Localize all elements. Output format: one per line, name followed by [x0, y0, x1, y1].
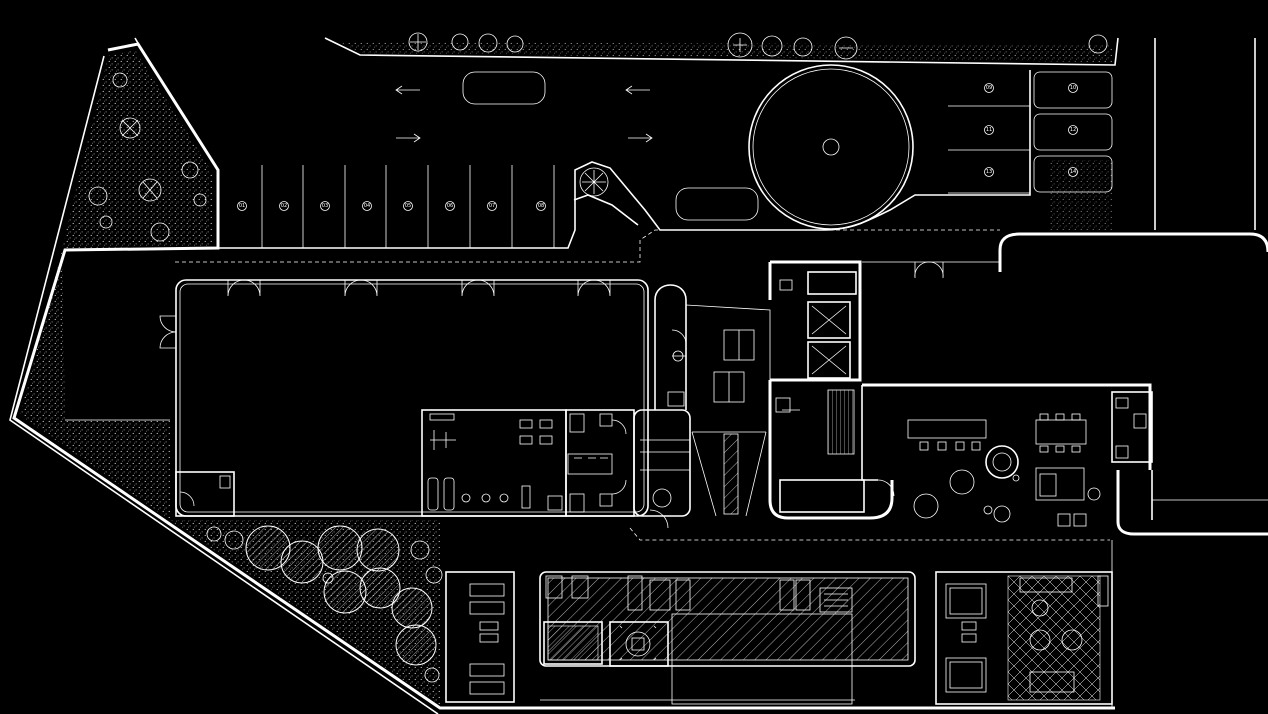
elevator-stair-core: [768, 260, 894, 520]
stall-label: 07: [489, 203, 495, 209]
site-boundary: [9, 37, 1256, 714]
tree-canopies-left: [88, 72, 207, 242]
pool-deck: [539, 571, 916, 705]
tree-canopies-lower: [206, 525, 443, 683]
stall-label: 08: [538, 203, 544, 209]
entrance-ramp: [691, 431, 767, 517]
traffic-arrows: [395, 85, 653, 143]
upper-parking-lot: 01 02 03 04 05 06 07 08: [218, 64, 1031, 249]
building-dashed-outline: [175, 229, 1110, 541]
roundabout: [748, 64, 914, 230]
sun-deck-left: [445, 571, 515, 703]
car-outline: [462, 71, 546, 105]
tree-icon: [579, 167, 609, 197]
stall-label: 10: [1070, 85, 1076, 91]
landscape-top-strip: [340, 42, 1112, 230]
stall-label: 03: [322, 203, 328, 209]
lobby-area: [654, 284, 771, 410]
terrace-right: [935, 571, 1113, 705]
stall-label: 11: [986, 127, 992, 133]
stall-label: 14: [1070, 169, 1076, 175]
car-outline: [675, 187, 759, 221]
lounge-cafe: [861, 383, 1153, 527]
stall-label: 13: [986, 169, 992, 175]
restroom-block: [565, 409, 691, 529]
stall-label: 12: [1070, 127, 1076, 133]
tree-canopies-top: [408, 32, 1108, 60]
stall-label: 09: [986, 85, 992, 91]
stall-label: 05: [405, 203, 411, 209]
gym-room: [421, 409, 567, 517]
stall-label: 02: [281, 203, 287, 209]
round-table-icon: [985, 445, 1019, 479]
stall-label: 04: [364, 203, 370, 209]
stall-label: 06: [447, 203, 453, 209]
main-hall: [65, 279, 649, 517]
stall-label: 01: [239, 203, 245, 209]
right-parking-block: 09 10 11 12 13 14: [948, 71, 1113, 194]
